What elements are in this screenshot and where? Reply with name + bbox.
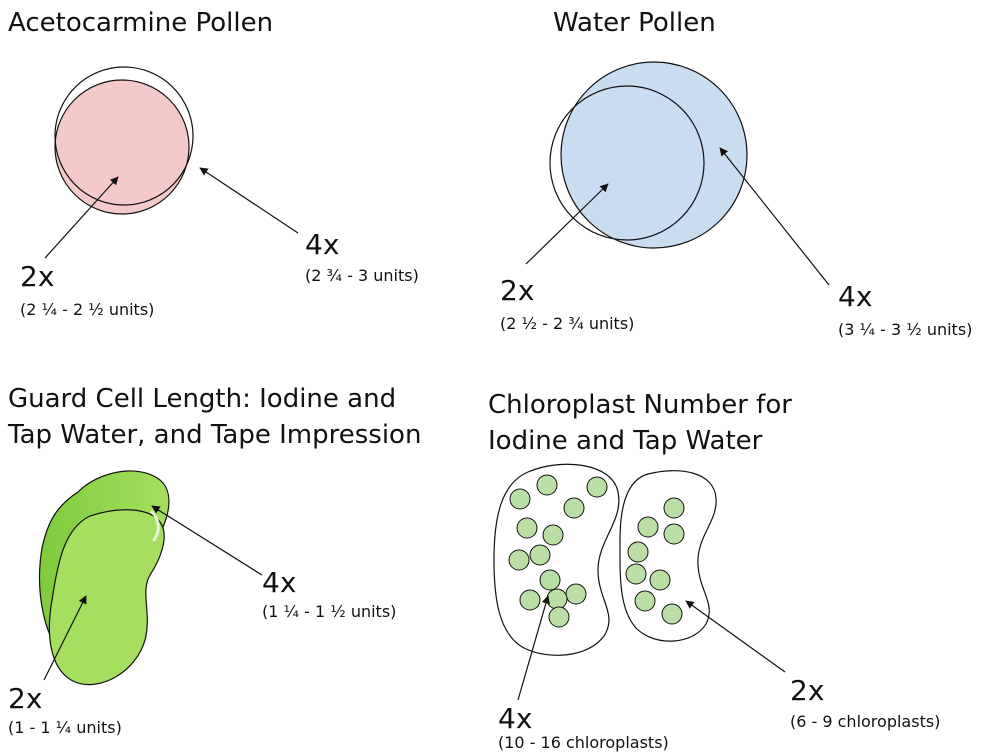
chloroplast-2x-arrow: [686, 601, 785, 672]
chloroplast-dot: [547, 589, 567, 609]
water-4x-outline: [561, 62, 747, 248]
water-4x-range: (3 ¼ - 3 ½ units): [838, 320, 972, 340]
chloroplast-dot: [566, 584, 586, 604]
chloroplast-dot: [520, 590, 540, 610]
chloroplast-dot: [662, 604, 682, 624]
acetocarmine-4x-outline: [55, 80, 189, 214]
chloroplast-4x-range: (10 - 16 chloroplasts): [498, 734, 669, 752]
water-2x-label: 2x: [500, 276, 534, 306]
guard-cell-4x-range: (1 ¼ - 1 ½ units): [262, 602, 396, 622]
chloroplast-cell-2x: [620, 471, 716, 641]
chloroplast-dot: [543, 525, 563, 545]
chloroplast-dot: [517, 518, 537, 538]
guard-cell-title-line2: Tap Water, and Tape Impression: [8, 416, 421, 454]
water-title: Water Pollen: [553, 4, 716, 42]
chloroplast-dot: [635, 591, 655, 611]
guard-cell-4x-arrow: [152, 506, 262, 575]
water-pollen-cell: [550, 62, 747, 248]
guard-cell-2x-label: 2x: [8, 684, 42, 714]
chloroplast-dot: [530, 545, 550, 565]
chloroplast-dot: [587, 477, 607, 497]
chloroplast-dot: [564, 498, 584, 518]
chloroplast-dot: [664, 498, 684, 518]
acetocarmine-title: Acetocarmine Pollen: [8, 4, 273, 42]
acetocarmine-2x-range: (2 ¼ - 2 ½ units): [20, 300, 154, 320]
acetocarmine-4x-arrow: [200, 168, 298, 233]
chloroplast-title-line2: Iodine and Tap Water: [488, 422, 762, 460]
chloroplast-dot: [510, 489, 530, 509]
chloroplast-dot: [628, 542, 648, 562]
guard-cell-4x-label: 4x: [262, 568, 296, 598]
chloroplast-dot: [540, 570, 560, 590]
chloroplast-4x-label: 4x: [498, 704, 532, 734]
acetocarmine-pollen-cell: [55, 67, 193, 214]
acetocarmine-4x-range: (2 ¾ - 3 units): [305, 266, 419, 286]
guard-cell: [40, 471, 169, 685]
chloroplast-dot: [549, 607, 569, 627]
chloroplast-dot: [664, 524, 684, 544]
chloroplast-dot: [626, 564, 646, 584]
chloroplast-2x-range: (6 - 9 chloroplasts): [790, 712, 940, 732]
chloroplast-2x-label: 2x: [790, 676, 824, 706]
chloroplast-dot: [638, 517, 658, 537]
water-4x-label: 4x: [838, 282, 872, 312]
chloroplast-cell-4x: [494, 464, 619, 655]
water-4x-arrow: [720, 148, 829, 285]
acetocarmine-4x-label: 4x: [305, 230, 339, 260]
chloroplast-dot: [509, 550, 529, 570]
guard-cell-2x-range: (1 - 1 ¼ units): [8, 718, 122, 738]
chloroplast-dot: [537, 475, 557, 495]
acetocarmine-2x-label: 2x: [20, 262, 54, 292]
water-2x-range: (2 ½ - 2 ¾ units): [500, 314, 634, 334]
guard-cell-title-line1: Guard Cell Length: Iodine and: [8, 380, 396, 418]
chloroplast-dot: [650, 570, 670, 590]
chloroplast-title-line1: Chloroplast Number for: [488, 386, 792, 424]
